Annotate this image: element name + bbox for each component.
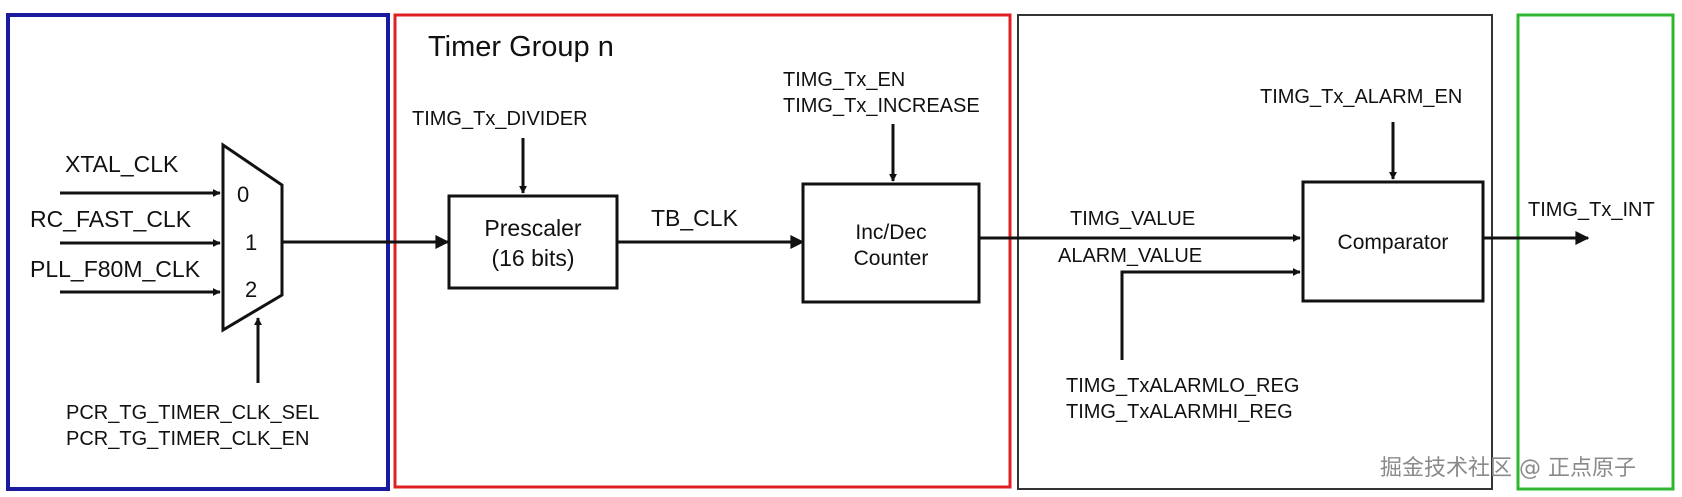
counter-control-increase: TIMG_Tx_INCREASE (783, 95, 980, 117)
timer-group-title: Timer Group n (428, 31, 614, 63)
mux-input-rc-fast-clk: RC_FAST_CLK (30, 206, 192, 232)
mux-input-index-0: 0 (237, 182, 249, 207)
comparator-region (1017, 14, 1493, 490)
timer-group-region (393, 13, 1012, 489)
comparator-control-label: TIMG_Tx_ALARM_EN (1260, 86, 1462, 108)
comparator-block (1301, 180, 1485, 303)
prescaler-label-line1: Prescaler (484, 215, 581, 241)
tb-clk-label: TB_CLK (651, 205, 739, 231)
output-signal-label: TIMG_Tx_INT (1528, 199, 1655, 221)
prescaler-control-label: TIMG_Tx_DIVIDER (412, 108, 588, 130)
watermark-text: 掘金技术社区 @ 正点原子 (1380, 456, 1636, 481)
prescaler-label-line2: (16 bits) (491, 245, 574, 271)
clock-mux (221, 142, 284, 333)
counter-label-line1: Inc/Dec (855, 221, 926, 244)
clock-source-region (6, 13, 390, 491)
alarm-value-arrow (1120, 268, 1301, 360)
output-region (1516, 13, 1675, 491)
counter-block (801, 182, 981, 304)
comparator-label: Comparator (1338, 231, 1449, 254)
alarm-reg-lo: TIMG_TxALARMLO_REG (1066, 375, 1299, 397)
counter-control-en: TIMG_Tx_EN (783, 69, 905, 91)
mux-input-index-2: 2 (245, 277, 257, 302)
alarm-value-label: ALARM_VALUE (1058, 245, 1202, 267)
mux-input-xtal-clk: XTAL_CLK (65, 151, 179, 177)
mux-select-signal-en: PCR_TG_TIMER_CLK_EN (66, 428, 309, 450)
mux-input-pll-f80m-clk: PLL_F80M_CLK (30, 256, 201, 282)
alarm-reg-hi: TIMG_TxALARMHI_REG (1066, 401, 1293, 423)
mux-select-signal-sel: PCR_TG_TIMER_CLK_SEL (66, 402, 319, 424)
mux-input-index-1: 1 (245, 230, 257, 255)
timg-value-label: TIMG_VALUE (1070, 208, 1195, 230)
counter-label-line2: Counter (854, 247, 929, 270)
prescaler-block (447, 194, 619, 290)
